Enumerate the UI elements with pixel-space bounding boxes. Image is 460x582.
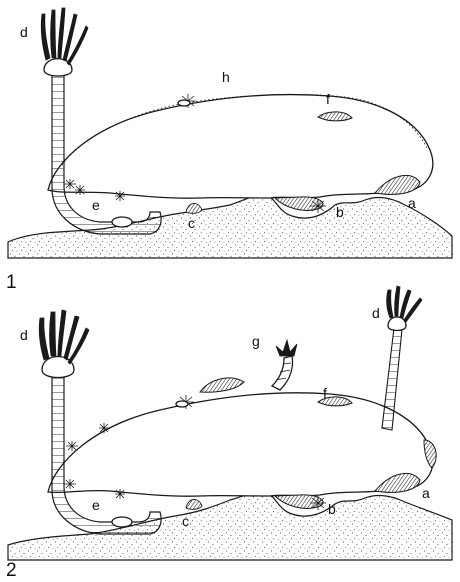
panel-1: 1 a b c d e f h	[6, 8, 452, 293]
crinoid-arms	[41, 8, 88, 65]
label-d: d	[20, 327, 28, 343]
crinoid-d-right	[382, 286, 422, 430]
star-organism-e2	[115, 489, 125, 499]
label-a: a	[422, 485, 430, 501]
host-shell	[48, 393, 433, 496]
crinoid-arms	[387, 286, 422, 322]
panel-2: 2 a b c d d e f g	[6, 286, 452, 581]
label-d: d	[20, 24, 28, 40]
host-shell	[48, 95, 433, 199]
encruster-top	[200, 378, 244, 392]
crinoid-holdfast	[112, 217, 132, 227]
encruster-c	[186, 499, 202, 509]
star-organism-e3	[115, 191, 125, 201]
star-organism-e2	[75, 185, 85, 195]
panel-2-number: 2	[6, 560, 17, 581]
encruster-c	[186, 203, 202, 213]
star-organism-b	[310, 496, 326, 510]
encruster-b	[275, 197, 323, 210]
label-b: b	[328, 501, 336, 517]
label-d-right: d	[372, 305, 380, 321]
crinoid-holdfast	[112, 517, 132, 527]
star-organism-side2	[99, 423, 109, 433]
label-h: h	[222, 69, 230, 85]
tube-organism-g	[272, 340, 297, 390]
label-e: e	[92, 497, 100, 513]
star-organism-h	[178, 94, 196, 108]
label-g: g	[252, 333, 260, 349]
crinoid-calyx	[388, 317, 406, 331]
label-e: e	[92, 197, 100, 213]
label-c: c	[182, 513, 189, 529]
label-f: f	[326, 91, 330, 107]
label-b: b	[336, 204, 344, 220]
label-a: a	[408, 195, 416, 211]
label-c: c	[188, 215, 195, 231]
crinoid-arms	[39, 310, 89, 364]
panel-1-number: 1	[6, 272, 17, 293]
label-f: f	[323, 385, 327, 401]
star-organism-top	[176, 395, 194, 409]
star-organism-b	[310, 199, 326, 213]
